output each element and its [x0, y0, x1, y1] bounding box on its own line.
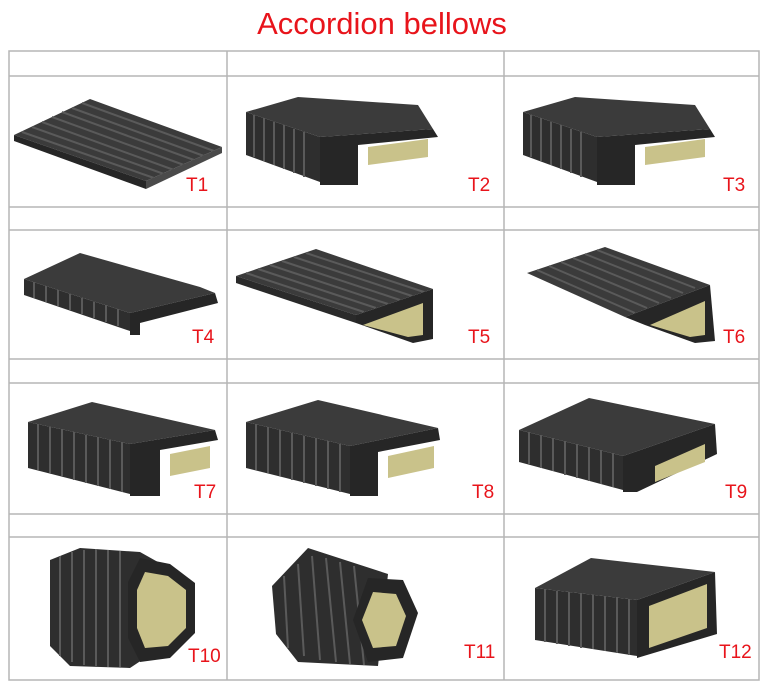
bellows-label: T4 [192, 327, 215, 348]
bellows-label: T10 [188, 646, 221, 667]
cell-t11: T11 [228, 538, 503, 679]
flat-bellows-icon [519, 398, 717, 492]
bellows-label: T8 [472, 482, 495, 503]
cell-t7: T7 [10, 384, 226, 513]
bellows-label: T11 [464, 642, 496, 663]
bellows-label: T5 [468, 327, 491, 348]
gable-bellows-icon [523, 97, 715, 185]
bellows-grid: T1 T2 [8, 50, 760, 681]
flat-bellows-icon [14, 99, 222, 189]
cell-t6: T6 [505, 231, 758, 358]
grid-lines [8, 50, 760, 681]
octagon-bellows-icon [50, 548, 195, 668]
page-title: Accordion bellows [257, 6, 507, 41]
bellows-label: T9 [725, 482, 748, 503]
bellows-label: T12 [719, 642, 752, 663]
cell-t8: T8 [228, 384, 503, 513]
cell-t9: T9 [505, 384, 758, 513]
cell-t5: T5 [228, 231, 503, 358]
flat-bellows-icon [236, 249, 433, 343]
gable-bellows-icon [24, 253, 218, 335]
bellows-label: T2 [468, 175, 491, 196]
gable-bellows-icon [246, 97, 438, 185]
flat-bellows-icon [527, 247, 715, 343]
flat-bellows-icon [28, 402, 218, 496]
bellows-label: T1 [186, 175, 209, 196]
cell-t1: T1 [10, 77, 226, 206]
cell-t3: T3 [505, 77, 758, 206]
flat-bellows-icon [246, 400, 440, 496]
cell-t10: T10 [10, 538, 226, 679]
bellows-label: T7 [194, 482, 217, 503]
cell-t2: T2 [228, 77, 503, 206]
bellows-label: T6 [723, 327, 746, 348]
cell-t12: T12 [505, 538, 758, 679]
hexagon-bellows-icon [272, 548, 418, 666]
box-bellows-icon [535, 558, 717, 658]
bellows-label: T3 [723, 175, 746, 196]
cell-t4: T4 [10, 231, 226, 358]
